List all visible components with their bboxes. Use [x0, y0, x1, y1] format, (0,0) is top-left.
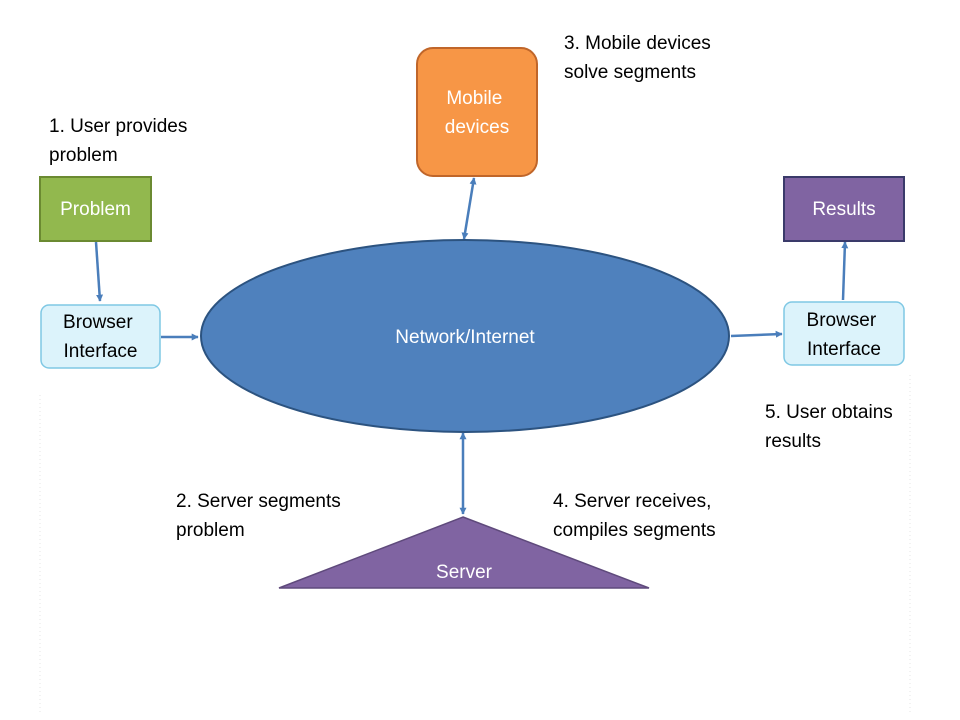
browser-right-line1: Browser: [807, 310, 877, 331]
server-triangle: [278, 516, 650, 589]
browser-left-label: Browser Interface: [63, 312, 138, 362]
step3-line2: solve segments: [564, 62, 696, 83]
problem-node: Problem: [39, 176, 152, 242]
step2-caption: 2. Server segments problem: [176, 491, 346, 541]
problem-box: [39, 176, 152, 242]
browser-left-line1: Browser: [63, 312, 133, 333]
step4-caption: 4. Server receives, compiles segments: [553, 491, 717, 541]
step5-line2: results: [765, 431, 821, 452]
arrow-problem-to-browser: [94, 241, 104, 302]
results-label: Results: [812, 199, 875, 220]
step1-caption: 1. User provides problem: [49, 116, 193, 166]
browser-left-box: [40, 304, 161, 369]
problem-label: Problem: [60, 199, 131, 220]
network-label: Network/Internet: [395, 327, 535, 348]
results-box: [783, 176, 905, 242]
step4-line1: 4. Server receives,: [553, 491, 711, 512]
step2-line1: 2. Server segments: [176, 491, 341, 512]
browser-right-box: [783, 301, 905, 366]
mobile-box: [416, 47, 538, 177]
arrow-network-mobile: [461, 177, 477, 240]
browser-right-line2: Interface: [807, 339, 881, 360]
arrow-browser-to-results: [841, 241, 849, 301]
server-label: Server: [436, 562, 493, 583]
browser-interface-left: Browser Interface: [40, 304, 161, 369]
browser-interface-right: Browser Interface: [783, 301, 905, 366]
mobile-line1: Mobile: [446, 88, 502, 109]
step1-line1: 1. User provides: [49, 116, 187, 137]
step2-line2: problem: [176, 520, 245, 541]
step4-line2: compiles segments: [553, 520, 716, 541]
arrow-network-to-browser: [730, 330, 783, 338]
mobile-devices-node: Mobile devices: [416, 47, 538, 177]
results-node: Results: [783, 176, 905, 242]
step5-line1: 5. User obtains: [765, 402, 893, 423]
mobile-line2: devices: [445, 117, 509, 138]
step5-caption: 5. User obtains results: [765, 402, 898, 452]
step3-caption: 3. Mobile devices solve segments: [564, 33, 716, 83]
step1-line2: problem: [49, 145, 118, 166]
browser-right-label: Browser Interface: [807, 310, 882, 360]
network-ellipse: [200, 239, 730, 433]
connectors: [94, 177, 849, 515]
mobile-label: Mobile devices: [445, 88, 509, 138]
step3-line1: 3. Mobile devices: [564, 33, 711, 54]
network-node: Network/Internet: [200, 239, 730, 433]
browser-left-line2: Interface: [64, 341, 138, 362]
server-node: Server: [278, 516, 650, 589]
